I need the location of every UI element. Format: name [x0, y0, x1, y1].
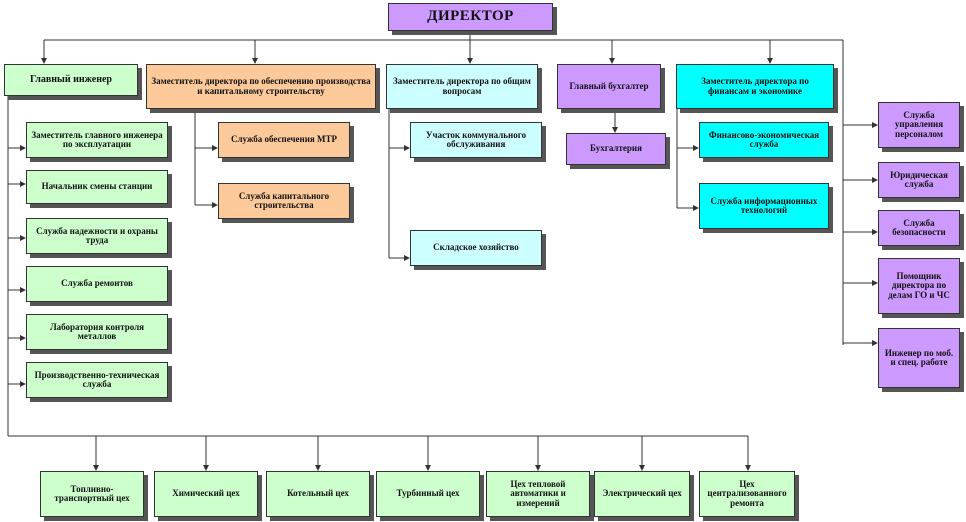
finance-unit-1: Финансово-экономическая служба — [699, 122, 829, 158]
workshop-7: Цех централизованного ремонта — [699, 471, 795, 517]
construction-unit-1: Служба обеспечения МТР — [218, 122, 350, 158]
workshop-1: Топливно-транспортный цех — [40, 471, 144, 517]
deputy-finance-label: Заместитель директора по финансам и экон… — [701, 76, 809, 96]
workshop-6: Электрический цех — [594, 471, 690, 517]
direct-unit-1: Служба управления персоналом — [878, 102, 960, 148]
workshop-4: Турбинный цех — [376, 471, 480, 517]
accounting-unit: Бухгалтерия — [566, 133, 666, 165]
ce-unit-4: Служба ремонтов — [26, 266, 168, 302]
deputy-construction-box: Заместитель директора по обеспечению про… — [146, 64, 376, 109]
director-box: ДИРЕКТОР — [388, 3, 553, 31]
direct-unit-3: Служба безопасности — [878, 210, 960, 246]
chief-accountant-label: Главный бухгалтер — [569, 80, 649, 91]
chief-engineer-label: Главный инженер — [30, 73, 112, 85]
direct-unit-5: Инженер по моб. и спец. работе — [878, 328, 960, 388]
director-label: ДИРЕКТОР — [427, 8, 514, 25]
workshop-3: Котельный цех — [266, 471, 370, 517]
ce-unit-3: Служба надежности и охраны труда — [26, 218, 168, 254]
general-unit-1: Участок коммунального обслуживания — [410, 122, 542, 158]
deputy-general-label: Заместитель директора по общим вопросам — [393, 76, 531, 96]
workshop-2: Химический цех — [154, 471, 258, 517]
deputy-general-box: Заместитель директора по общим вопросам — [386, 64, 538, 109]
general-unit-2: Складское хозяйство — [410, 230, 542, 266]
workshop-5: Цех тепловой автоматики и измерений — [486, 471, 590, 517]
direct-unit-4: Помощник директора по делам ГО и ЧС — [878, 258, 960, 314]
deputy-finance-box: Заместитель директора по финансам и экон… — [676, 64, 834, 109]
chief-accountant-box: Главный бухгалтер — [557, 64, 661, 109]
deputy-construction-label: Заместитель директора по обеспечению про… — [151, 76, 371, 96]
direct-unit-2: Юридическая служба — [878, 162, 960, 198]
ce-unit-2: Начальник смены станции — [26, 170, 168, 204]
construction-unit-2: Служба капитального строительства — [218, 183, 350, 219]
ce-unit-1: Заместитель главного инженера по эксплуа… — [26, 122, 168, 158]
chief-engineer-box: Главный инженер — [4, 64, 138, 96]
finance-unit-2: Служба информационных технологий — [699, 183, 829, 229]
ce-unit-5: Лаборатория контроля металлов — [26, 314, 168, 350]
ce-unit-6: Производственно-техническая служба — [26, 362, 168, 398]
